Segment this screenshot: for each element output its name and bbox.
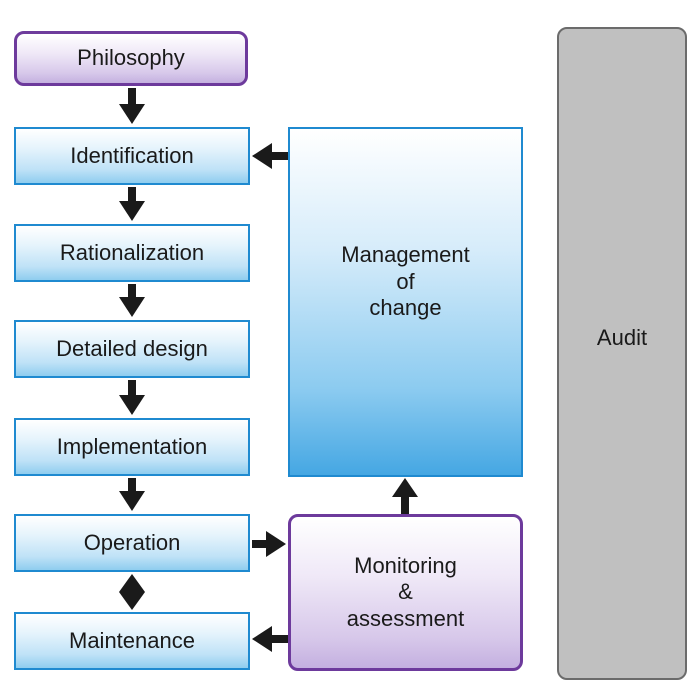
arrow-implementation-to-operation xyxy=(119,478,145,511)
philosophy-box: Philosophy xyxy=(14,31,248,86)
audit-label: Audit xyxy=(596,325,648,351)
detailed-design-label: Detailed design xyxy=(56,335,208,361)
implementation-box: Implementation xyxy=(14,418,250,476)
management-of-change-box: Management of change xyxy=(288,127,523,477)
philosophy-label: Philosophy xyxy=(77,45,185,71)
identification-box: Identification xyxy=(14,127,250,185)
arrow-operation-maintenance-bidirectional xyxy=(119,574,145,610)
detailed-design-box: Detailed design xyxy=(14,320,250,378)
maintenance-label: Maintenance xyxy=(69,627,195,653)
implementation-label: Implementation xyxy=(56,433,208,459)
audit-box: Audit xyxy=(557,27,687,680)
arrow-monitoring-to-maintenance xyxy=(252,626,288,652)
arrow-rationalization-to-detailed-design xyxy=(119,284,145,317)
management-of-change-label: Management of change xyxy=(341,242,470,321)
arrow-identification-to-rationalization xyxy=(119,187,145,221)
rationalization-label: Rationalization xyxy=(59,239,205,265)
rationalization-box: Rationalization xyxy=(14,224,250,282)
monitoring-assessment-box: Monitoring & assessment xyxy=(288,514,523,671)
arrow-operation-to-monitoring xyxy=(252,531,286,557)
monitoring-assessment-label: Monitoring & assessment xyxy=(346,552,465,631)
arrow-philosophy-to-identification xyxy=(119,88,145,124)
arrow-monitoring-to-change xyxy=(392,478,418,514)
arrow-change-to-identification xyxy=(252,143,288,169)
maintenance-box: Maintenance xyxy=(14,612,250,670)
identification-label: Identification xyxy=(70,142,194,168)
operation-label: Operation xyxy=(83,529,181,555)
operation-box: Operation xyxy=(14,514,250,572)
arrow-detailed-design-to-implementation xyxy=(119,380,145,415)
